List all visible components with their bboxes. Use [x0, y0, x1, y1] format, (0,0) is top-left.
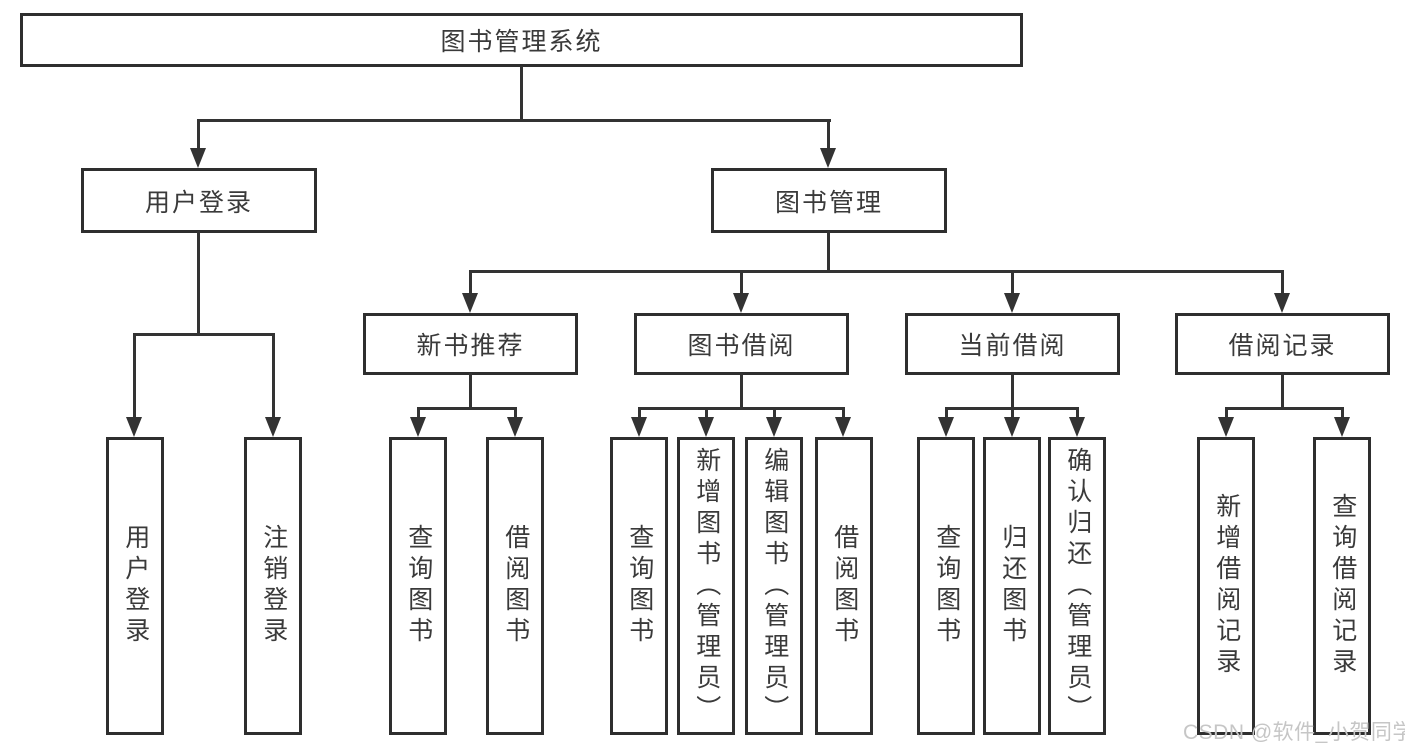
- connector-borrow-leg: [773, 407, 776, 419]
- node-book-management: 图书管理: [711, 168, 947, 233]
- connector-root-stem: [520, 66, 523, 121]
- node-borrow-records: 借阅记录: [1175, 313, 1390, 375]
- arrowhead-down-icon: [1069, 417, 1085, 437]
- leaf-add-book-admin: 新增图书（管理员）: [677, 437, 735, 735]
- connector-current-leg: [945, 407, 948, 419]
- connector-borrow-stem: [740, 373, 743, 410]
- connector-recommend-leg: [514, 407, 517, 419]
- connector-user-login-leg: [133, 333, 136, 418]
- leaf-add-borrow-record: 新增借阅记录: [1197, 437, 1255, 735]
- arrowhead-down-icon: [1004, 417, 1020, 437]
- arrowhead-down-icon: [698, 417, 714, 437]
- node-library-system: 图书管理系统: [20, 13, 1023, 67]
- leaf-recommend-borrow-books: 借阅图书: [486, 437, 544, 735]
- leaf-recommend-borrow-books-label: 借阅图书: [501, 524, 530, 648]
- leaf-user-login-label: 用户登录: [121, 524, 150, 648]
- connector-book-mgmt-branch: [469, 270, 1284, 273]
- connector-book-mgmt-leg: [1281, 270, 1284, 294]
- connector-user-login-branch: [133, 333, 275, 336]
- connector-records-leg: [1341, 407, 1344, 419]
- leaf-recommend-query-books: 查询图书: [389, 437, 447, 735]
- connector-user-login-leg: [272, 333, 275, 418]
- connector-root-leg-left: [197, 119, 200, 150]
- connector-records-branch: [1225, 407, 1344, 410]
- arrowhead-down-icon: [766, 417, 782, 437]
- connector-current-leg: [1076, 407, 1079, 419]
- connector-root-branch: [197, 119, 831, 122]
- arrowhead-down-icon: [507, 417, 523, 437]
- connector-book-mgmt-leg: [740, 270, 743, 294]
- leaf-edit-book-admin: 编辑图书（管理员）: [745, 437, 803, 735]
- leaf-query-borrow-record: 查询借阅记录: [1313, 437, 1371, 735]
- leaf-confirm-return-admin-label: 确认归还（管理员）: [1063, 446, 1092, 726]
- watermark: CSDN @软件_小贺同学: [1183, 721, 1405, 744]
- arrowhead-down-icon: [733, 293, 749, 313]
- connector-root-leg-right: [827, 119, 830, 150]
- leaf-query-borrow-record-label: 查询借阅记录: [1328, 493, 1357, 679]
- arrowhead-down-icon: [1004, 293, 1020, 313]
- arrowhead-down-icon: [265, 417, 281, 437]
- leaf-edit-book-admin-label: 编辑图书（管理员）: [760, 446, 789, 726]
- connector-recommend-leg: [417, 407, 420, 419]
- connector-records-stem: [1281, 373, 1284, 410]
- connector-borrow-leg: [705, 407, 708, 419]
- leaf-borrow-books: 借阅图书: [815, 437, 873, 735]
- arrowhead-down-icon: [126, 417, 142, 437]
- arrowhead-down-icon: [410, 417, 426, 437]
- connector-records-leg: [1225, 407, 1228, 419]
- leaf-logout-label: 注销登录: [259, 524, 288, 648]
- arrowhead-down-icon: [835, 417, 851, 437]
- leaf-current-query-books-label: 查询图书: [932, 524, 961, 648]
- leaf-borrow-books-label: 借阅图书: [830, 524, 859, 648]
- leaf-add-borrow-record-label: 新增借阅记录: [1212, 493, 1241, 679]
- leaf-borrow-query-books-label: 查询图书: [625, 524, 654, 648]
- leaf-user-login: 用户登录: [106, 437, 164, 735]
- node-user-login: 用户登录: [81, 168, 317, 233]
- connector-book-mgmt-stem: [827, 231, 830, 273]
- leaf-return-books: 归还图书: [983, 437, 1041, 735]
- node-book-borrow: 图书借阅: [634, 313, 849, 375]
- connector-book-mgmt-leg: [1011, 270, 1014, 294]
- leaf-return-books-label: 归还图书: [998, 524, 1027, 648]
- arrowhead-down-icon: [1274, 293, 1290, 313]
- leaf-current-query-books: 查询图书: [917, 437, 975, 735]
- arrowhead-down-icon: [462, 293, 478, 313]
- connector-borrow-leg: [638, 407, 641, 419]
- connector-user-login-stem: [197, 231, 200, 336]
- leaf-logout: 注销登录: [244, 437, 302, 735]
- arrowhead-down-icon: [631, 417, 647, 437]
- connector-current-leg: [1011, 407, 1014, 419]
- arrowhead-down-icon: [938, 417, 954, 437]
- leaf-confirm-return-admin: 确认归还（管理员）: [1048, 437, 1106, 735]
- node-current-borrow: 当前借阅: [905, 313, 1120, 375]
- connector-recommend-branch: [417, 407, 517, 410]
- leaf-borrow-query-books: 查询图书: [610, 437, 668, 735]
- leaf-recommend-query-books-label: 查询图书: [404, 524, 433, 648]
- connector-current-stem: [1011, 373, 1014, 410]
- arrowhead-down-icon: [190, 148, 206, 168]
- connector-recommend-stem: [469, 373, 472, 410]
- arrowhead-down-icon: [1334, 417, 1350, 437]
- arrowhead-down-icon: [1218, 417, 1234, 437]
- leaf-add-book-admin-label: 新增图书（管理员）: [692, 446, 721, 726]
- node-new-book-recommend: 新书推荐: [363, 313, 578, 375]
- connector-borrow-branch: [638, 407, 845, 410]
- connector-borrow-leg: [842, 407, 845, 419]
- arrowhead-down-icon: [820, 148, 836, 168]
- connector-book-mgmt-leg: [469, 270, 472, 294]
